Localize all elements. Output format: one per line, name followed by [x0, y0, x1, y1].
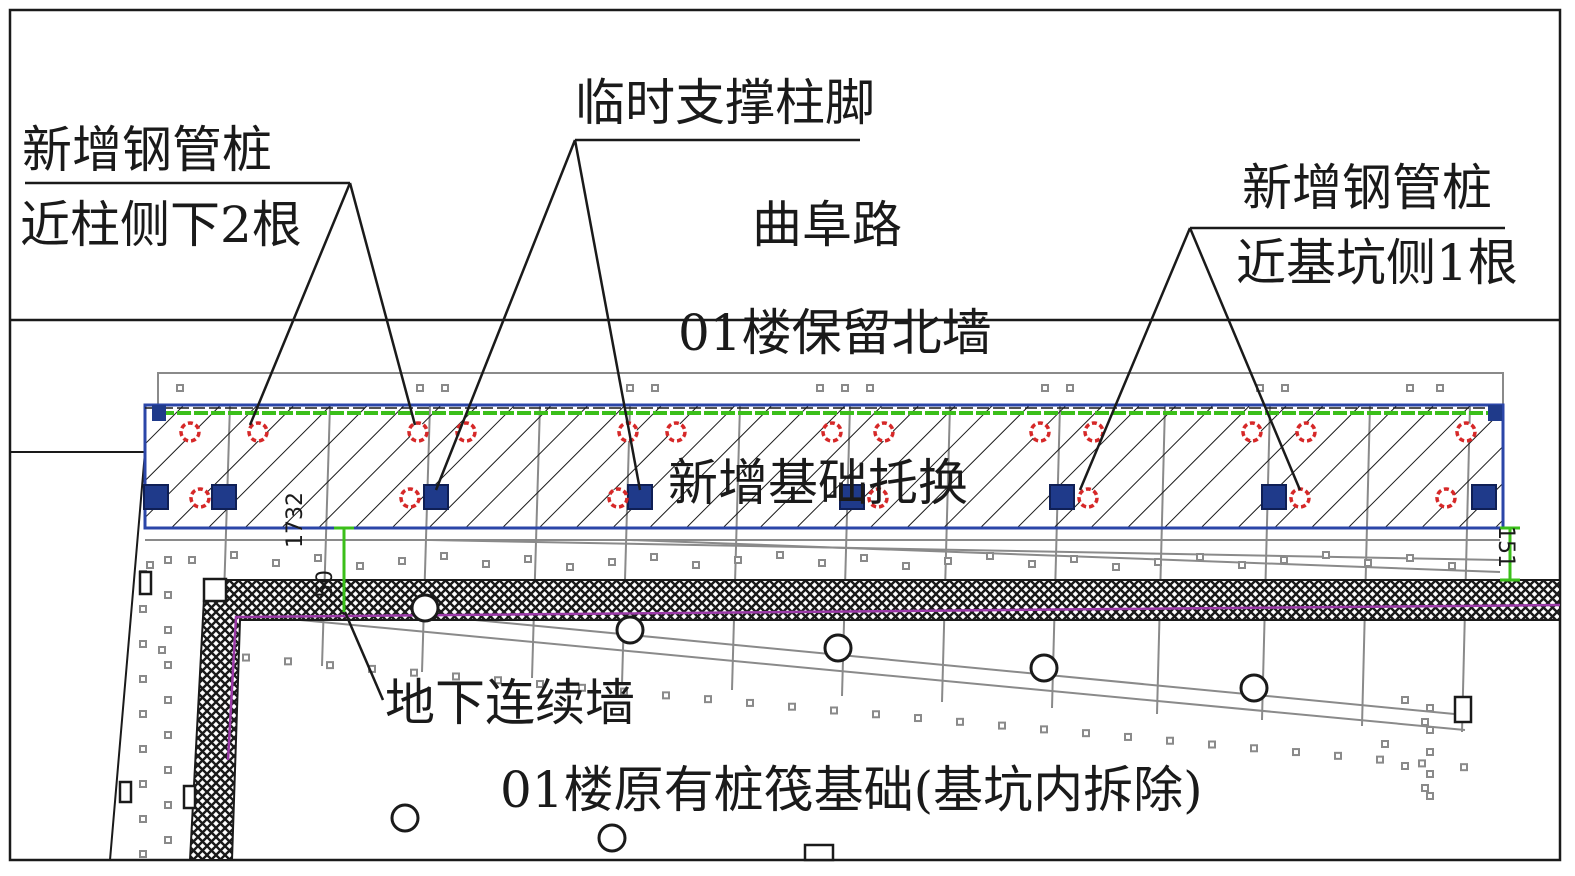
- road-label: 曲阜路: [752, 196, 902, 254]
- pile-left-label-1: 新增钢管桩: [22, 121, 272, 179]
- pile-right-label-1: 新增钢管桩: [1242, 159, 1492, 217]
- drawing-frame: [8, 8, 1562, 862]
- underpinning-label: 新增基础托换: [668, 454, 968, 512]
- diaphragm-wall: [188, 579, 1561, 861]
- north-wall-label: 01楼保留北墙: [678, 304, 992, 362]
- dimension-right: 151: [1493, 526, 1518, 568]
- dimension-left-b: 50: [313, 570, 338, 598]
- dimension-lines: [334, 526, 1520, 612]
- temp-support-columns: [143, 405, 1502, 510]
- pile-right-label-2: 近基坑侧1根: [1236, 234, 1518, 292]
- pile-left-label-2: 近柱侧下2根: [20, 196, 302, 254]
- temp-support-label: 临时支撑柱脚: [575, 74, 875, 132]
- dimension-left-a: 1732: [283, 492, 308, 548]
- new-steel-piles: [179, 421, 1477, 509]
- pile-dots: [139, 384, 1468, 858]
- wall-inner-line: [226, 603, 1561, 761]
- leader-lines: [25, 138, 1505, 701]
- small-boxes: [118, 570, 1473, 862]
- existing-pile-circles: [390, 593, 1269, 853]
- raft-foundation-label: 01楼原有桩筏基础(基坑内拆除): [500, 761, 1203, 819]
- diaphragm-wall-label: 地下连续墙: [385, 674, 635, 732]
